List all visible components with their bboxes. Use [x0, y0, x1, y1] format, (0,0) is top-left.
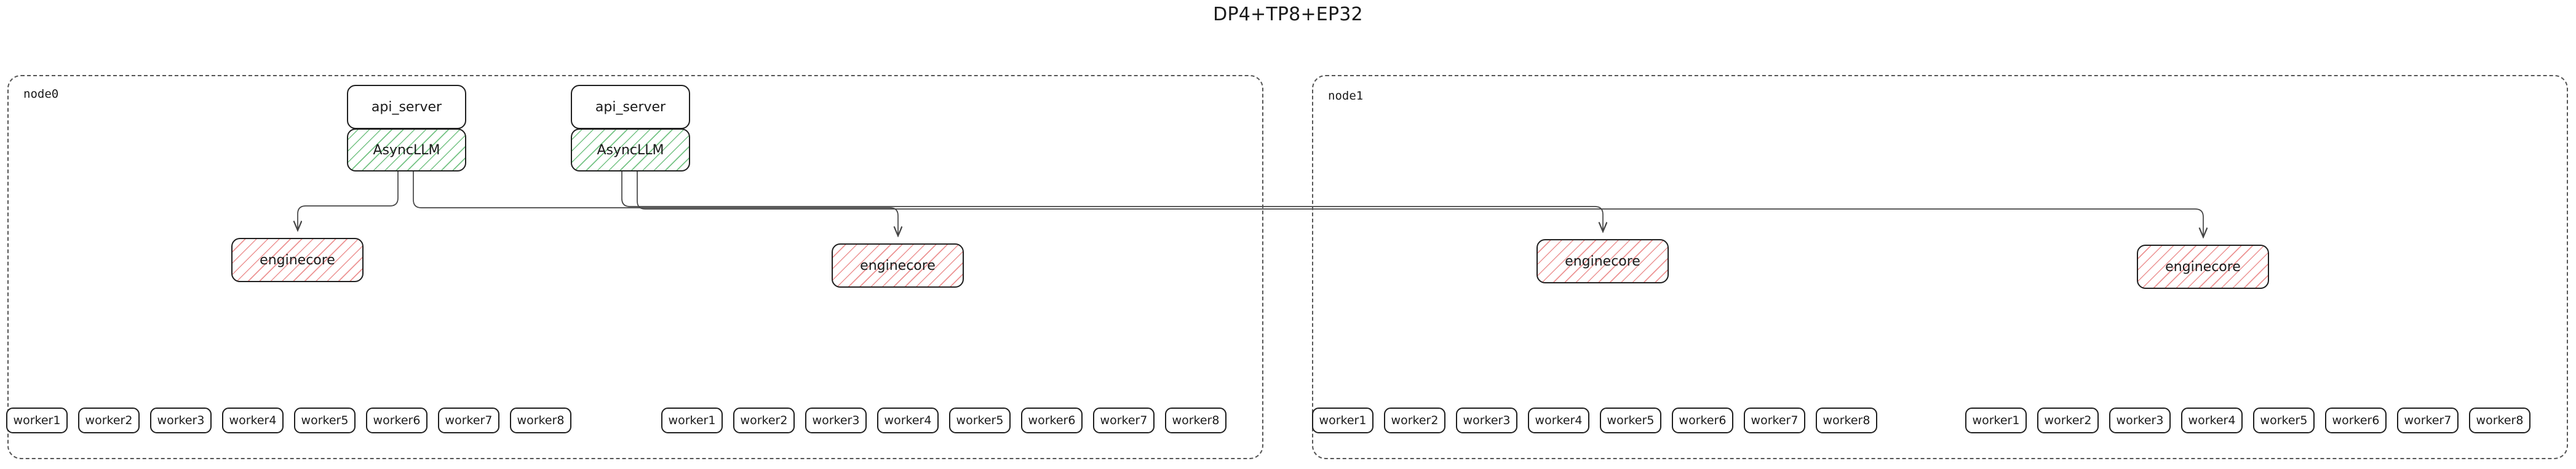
worker-box[interactable]: worker3: [1456, 408, 1517, 433]
cluster-node0: [7, 75, 1263, 459]
worker-box[interactable]: worker5: [1600, 408, 1661, 433]
worker-box[interactable]: worker7: [1093, 408, 1155, 433]
worker-box[interactable]: worker4: [2181, 408, 2243, 433]
worker-box[interactable]: worker5: [2253, 408, 2315, 433]
worker-box[interactable]: worker7: [438, 408, 499, 433]
worker-box[interactable]: worker1: [6, 408, 68, 433]
worker-box[interactable]: worker3: [805, 408, 867, 433]
enginecore-box[interactable]: enginecore: [2137, 245, 2269, 289]
worker-box[interactable]: worker7: [1744, 408, 1805, 433]
worker-box[interactable]: worker5: [294, 408, 356, 433]
asyncllm-box[interactable]: AsyncLLM: [347, 128, 466, 171]
page-title: DP4+TP8+EP32: [1213, 4, 1363, 25]
cluster-label-node1: node1: [1328, 89, 1364, 103]
worker-box[interactable]: worker3: [150, 408, 212, 433]
asyncllm-box[interactable]: AsyncLLM: [571, 128, 690, 171]
worker-box[interactable]: worker6: [1672, 408, 1733, 433]
worker-box[interactable]: worker6: [1021, 408, 1083, 433]
api-server-box[interactable]: api_server: [347, 85, 466, 129]
worker-box[interactable]: worker8: [510, 408, 571, 433]
worker-box[interactable]: worker5: [949, 408, 1011, 433]
worker-box[interactable]: worker1: [1312, 408, 1373, 433]
worker-box[interactable]: worker6: [366, 408, 427, 433]
worker-box[interactable]: worker8: [1816, 408, 1877, 433]
enginecore-box[interactable]: enginecore: [832, 243, 964, 288]
worker-box[interactable]: worker1: [1965, 408, 2027, 433]
worker-box[interactable]: worker3: [2109, 408, 2171, 433]
enginecore-box[interactable]: enginecore: [231, 238, 364, 282]
worker-box[interactable]: worker6: [2325, 408, 2387, 433]
enginecore-box[interactable]: enginecore: [1536, 239, 1669, 283]
worker-box[interactable]: worker1: [661, 408, 723, 433]
worker-box[interactable]: worker2: [78, 408, 140, 433]
worker-box[interactable]: worker4: [1528, 408, 1589, 433]
cluster-label-node0: node0: [23, 87, 59, 101]
cluster-node1: [1312, 75, 2568, 459]
worker-box[interactable]: worker2: [1384, 408, 1445, 433]
worker-box[interactable]: worker8: [1165, 408, 1226, 433]
worker-box[interactable]: worker2: [2037, 408, 2099, 433]
worker-box[interactable]: worker4: [877, 408, 939, 433]
api-server-box[interactable]: api_server: [571, 85, 690, 129]
worker-box[interactable]: worker7: [2397, 408, 2459, 433]
worker-box[interactable]: worker8: [2469, 408, 2530, 433]
worker-box[interactable]: worker4: [222, 408, 284, 433]
worker-box[interactable]: worker2: [733, 408, 795, 433]
